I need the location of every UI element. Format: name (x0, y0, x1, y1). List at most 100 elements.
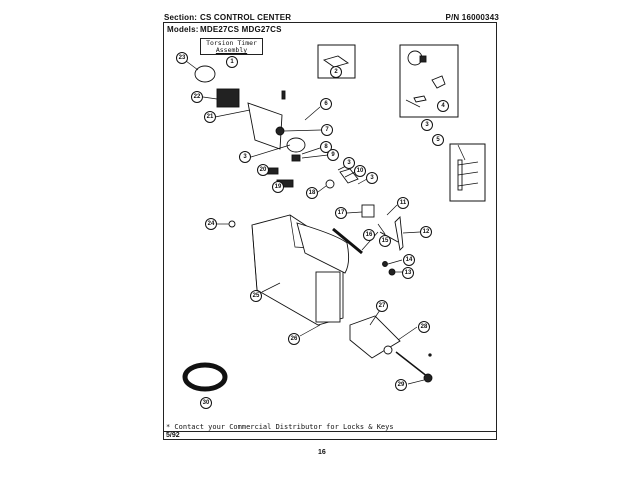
part-9-spacer (291, 154, 301, 162)
svg-text:8: 8 (324, 144, 328, 150)
callout-3-knob: 3 (239, 151, 251, 163)
callout-7: 7 (321, 124, 333, 136)
callout-4: 4 (437, 100, 449, 112)
asterisk-marker (428, 353, 432, 357)
callout-26: 26 (288, 333, 300, 345)
inset-box-part-4 (399, 44, 459, 118)
callout-3-clip: 3 (366, 172, 378, 184)
callout-13: 13 (402, 267, 414, 279)
svg-text:19: 19 (275, 184, 282, 190)
inset-box-part-2 (317, 44, 356, 79)
section-label: Section: (164, 13, 198, 22)
callout-15: 15 (379, 235, 391, 247)
svg-text:26: 26 (291, 336, 298, 342)
revision-date: 5/92 (166, 432, 180, 439)
part-16-rod (332, 227, 363, 255)
assembly-line-2: Assembly (215, 46, 248, 54)
callout-30: 30 (200, 397, 212, 409)
svg-text:11: 11 (400, 200, 407, 206)
part-10-clip (339, 168, 359, 184)
svg-text:25: 25 (253, 293, 260, 299)
section-title: CS CONTROL CENTER (200, 13, 292, 22)
part-30-cord (182, 362, 228, 392)
callout-11: 11 (397, 197, 409, 209)
callout-3-cam: 3 (343, 157, 355, 169)
callout-3-assembly: 3 (421, 119, 433, 131)
part-13-nut (388, 268, 396, 276)
part-29-lock (423, 373, 433, 383)
part-screw (281, 90, 286, 100)
callout-27: 27 (376, 300, 388, 312)
part-26-opening (315, 271, 341, 323)
svg-text:17: 17 (338, 210, 345, 216)
callout-10: 10 (354, 165, 366, 177)
part-3-knob (286, 137, 306, 153)
part-number: P/N 16000343 (445, 13, 499, 22)
footer-divider (163, 431, 497, 432)
part-2-plate (322, 55, 350, 68)
svg-text:16: 16 (366, 232, 373, 238)
models-value: MDE27CS MDG27CS (200, 25, 282, 34)
callout-9: 9 (327, 149, 339, 161)
part-latch (431, 75, 446, 89)
part-17-hinge (361, 204, 375, 218)
svg-text:15: 15 (382, 238, 389, 244)
callout-8: 8 (320, 141, 332, 153)
torsion-timer-assembly-box: Torsion Timer Assembly (200, 38, 263, 55)
inset-box-part-5 (449, 143, 486, 202)
svg-text:13: 13 (405, 270, 412, 276)
part-28-drawer (349, 315, 401, 359)
callout-24: 24 (205, 218, 217, 230)
svg-text:24: 24 (208, 221, 215, 227)
part-24-grommet (228, 220, 236, 228)
locks-keys-note: * Contact your Commercial Distributor fo… (166, 423, 394, 431)
callout-2: 2 (330, 66, 342, 78)
part-21-bracket (247, 102, 283, 150)
callout-25: 25 (250, 290, 262, 302)
part-23-timer-motor (194, 65, 216, 83)
part-18-washer (325, 179, 335, 189)
callout-29: 29 (395, 379, 407, 391)
svg-text:3: 3 (425, 122, 429, 128)
svg-text:29: 29 (398, 382, 405, 388)
svg-text:6: 6 (324, 101, 328, 107)
page-number: 16 (318, 449, 326, 456)
callout-23: 23 (176, 52, 188, 64)
part-control-panel (296, 222, 350, 274)
svg-text:7: 7 (325, 127, 329, 133)
svg-text:21: 21 (207, 114, 214, 120)
callout-1: 1 (226, 56, 238, 68)
svg-text:22: 22 (194, 94, 201, 100)
svg-text:1: 1 (230, 59, 234, 65)
svg-text:30: 30 (203, 400, 210, 406)
part-7-bushing (275, 126, 285, 136)
callout-12: 12 (420, 226, 432, 238)
svg-text:28: 28 (421, 324, 428, 330)
svg-text:14: 14 (406, 257, 413, 263)
models-label: Models: (167, 25, 199, 34)
diagram-frame (163, 22, 497, 440)
svg-text:3: 3 (243, 154, 247, 160)
callout-17: 17 (335, 207, 347, 219)
assembly-line-1: Torsion Timer (206, 39, 257, 47)
svg-text:4: 4 (441, 103, 445, 109)
svg-text:12: 12 (423, 229, 430, 235)
callout-14: 14 (403, 254, 415, 266)
part-14-nut (382, 261, 388, 267)
callout-6: 6 (320, 98, 332, 110)
callout-20: 20 (257, 164, 269, 176)
callout-28: 28 (418, 321, 430, 333)
callout-19: 19 (272, 181, 284, 193)
svg-text:20: 20 (260, 167, 267, 173)
part-22-block (216, 88, 240, 108)
svg-text:3: 3 (370, 175, 374, 181)
svg-text:5: 5 (436, 137, 440, 143)
callout-22: 22 (191, 91, 203, 103)
callout-16: 16 (363, 229, 375, 241)
callout-21: 21 (204, 111, 216, 123)
part-lock-cam (419, 55, 427, 63)
part-drawer-lock (383, 345, 393, 355)
svg-text:23: 23 (179, 55, 186, 61)
svg-text:3: 3 (347, 160, 351, 166)
